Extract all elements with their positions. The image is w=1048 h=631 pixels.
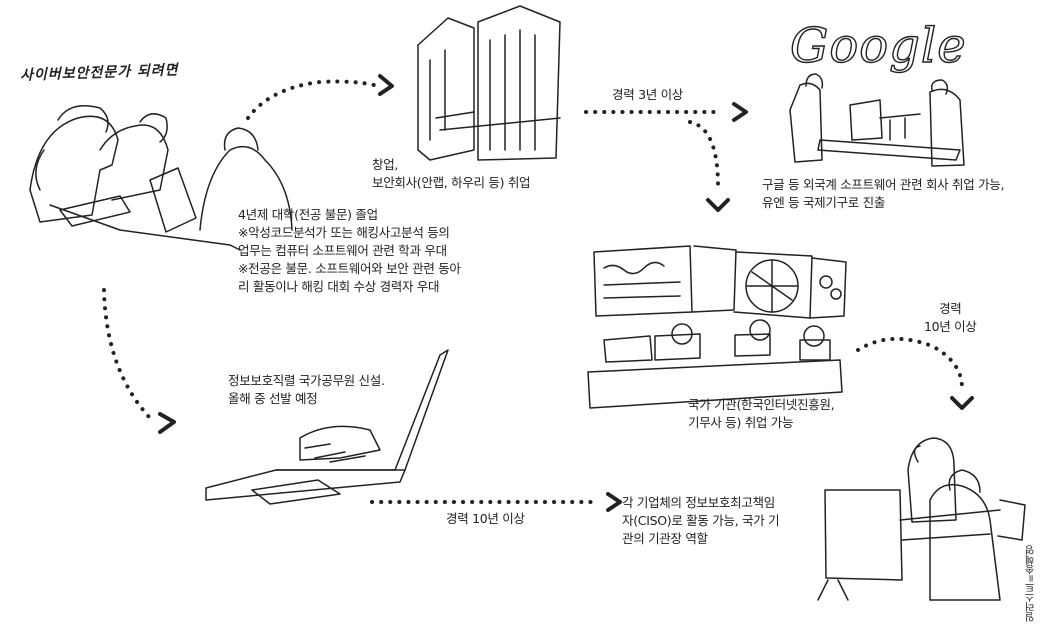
arrow-head-civil bbox=[158, 412, 176, 434]
arrow-univ-to-civil bbox=[102, 288, 152, 420]
arrow-head-ciso-right bbox=[950, 396, 974, 410]
arrow-label-10yr-bottom: 경력 10년 이상 bbox=[446, 511, 525, 526]
arrow-head-startup bbox=[378, 74, 394, 96]
arrow-univ-to-startup bbox=[246, 79, 380, 120]
buildings-illustration bbox=[417, 5, 561, 161]
university-text: 4년제 대학(전공 불문) 졸업 ※악성코드분석가 또는 해킹사고분석 등의 업… bbox=[238, 207, 461, 294]
foreign-company-text: 구글 등 외국계 소프트웨어 관련 회사 취업 가능, 유엔 등 국제기구로 진… bbox=[762, 177, 1005, 210]
ciso-text: 각 기업체의 정보보호최고책임 자(CISO)로 활동 가능, 국가 기 관의 … bbox=[622, 495, 780, 546]
civil-servant-text: 정보보호직렬 국가공무원 신설. 올해 중 선발 예정 bbox=[228, 373, 385, 406]
control-room-illustration bbox=[587, 245, 847, 409]
ciso-illustration bbox=[817, 437, 1026, 601]
startup-text: 창업, 보안회사(안랩, 하우리 등) 취업 bbox=[372, 157, 531, 190]
students-illustration bbox=[29, 105, 293, 251]
office-illustration bbox=[789, 73, 965, 167]
arrow-head-foreign bbox=[732, 102, 748, 122]
arrow-label-3yr: 경력 3년 이상 bbox=[612, 87, 683, 102]
arrow-label-10yr-right: 경력 10년 이상 bbox=[924, 301, 977, 334]
illustration-credit: 일러스트=송혜영 bbox=[1026, 545, 1037, 622]
arrow-national-to-ciso bbox=[856, 336, 964, 390]
arrow-head-ciso-bottom bbox=[606, 492, 622, 512]
laptop-illustration bbox=[205, 349, 449, 505]
arrow-head-national bbox=[706, 198, 730, 212]
google-logo: Google bbox=[789, 17, 967, 74]
national-agency-text: 국가 기관(한국인터넷진흥원, 기무사 등) 취업 가능 bbox=[688, 397, 835, 430]
arrow-startup-to-national bbox=[688, 120, 720, 188]
